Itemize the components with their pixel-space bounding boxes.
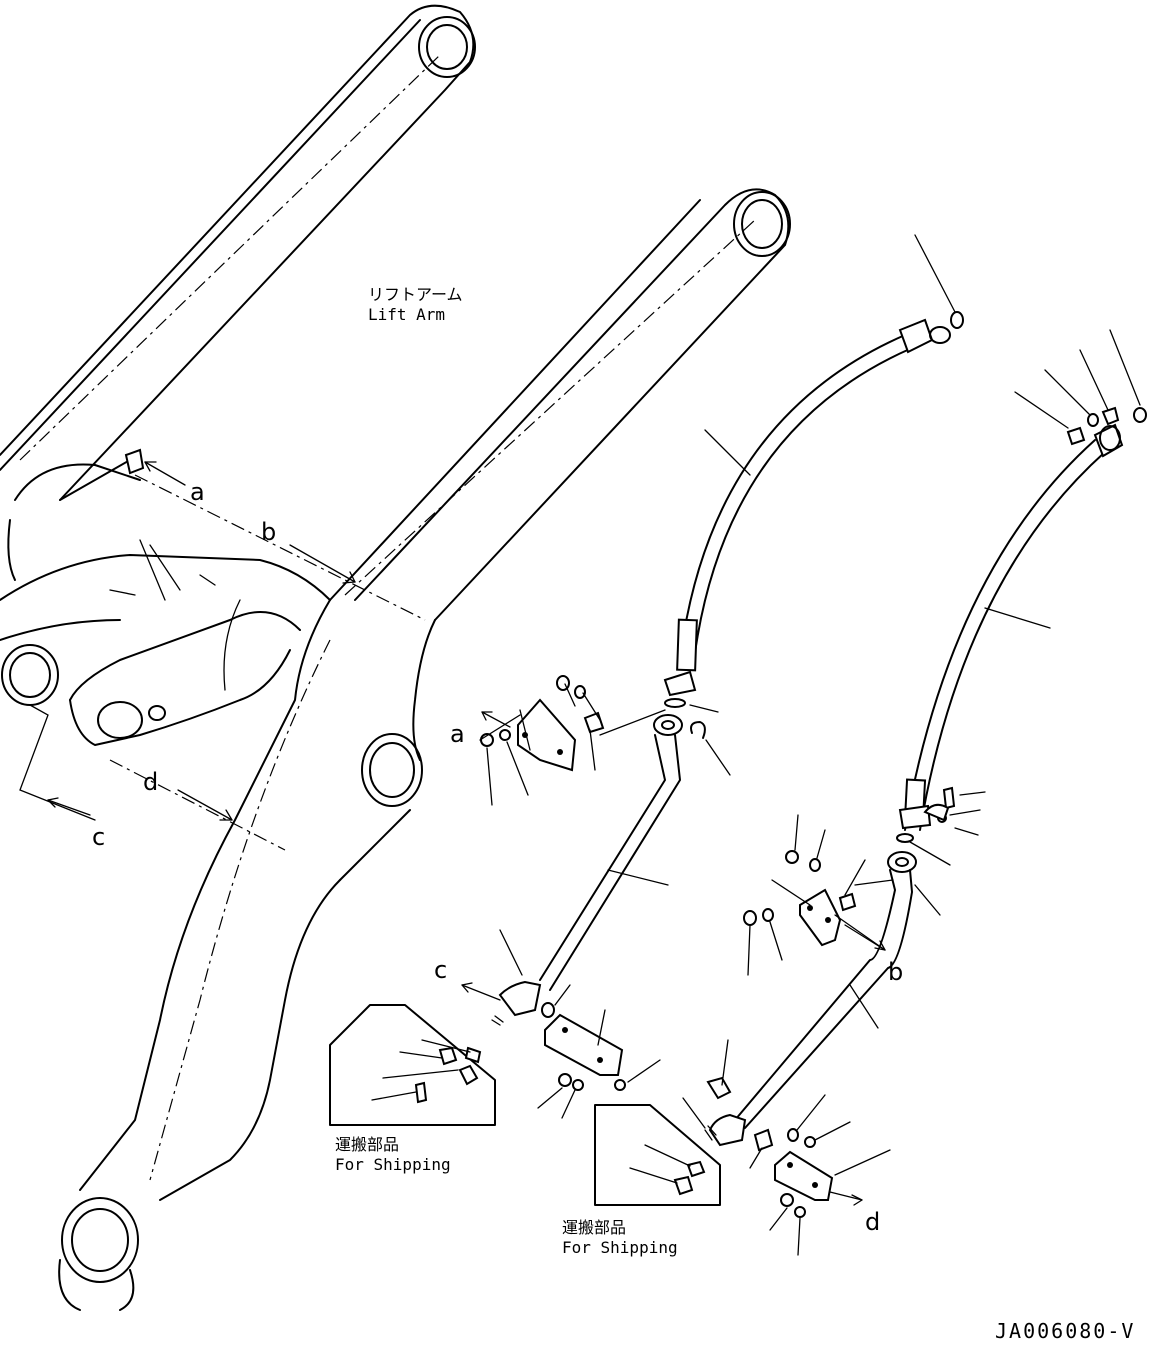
arm-reference-arrows [19, 461, 426, 851]
ref-b-bracket: b [888, 958, 903, 986]
shipping-label-jp-left: 運搬部品 [335, 1135, 399, 1154]
ref-c-bracket: c [434, 956, 447, 984]
bracket-a-assembly [479, 675, 605, 806]
ref-a-bracket: a [450, 720, 465, 748]
shipping-box-left [329, 1004, 496, 1126]
shipping-box-right [594, 1104, 721, 1206]
drawing-code: JA006080-V [995, 1319, 1135, 1343]
bracket-d-assembly [682, 1039, 891, 1256]
hose-right [896, 329, 1147, 866]
lift-arm-label-jp: リフトアーム [368, 285, 463, 304]
ref-d-arm: d [143, 768, 158, 796]
bracket-b-assembly [743, 814, 886, 976]
ref-d-bracket: d [865, 1208, 880, 1236]
bracket-c-assembly [461, 929, 661, 1119]
ref-c-arm: c [92, 823, 105, 851]
shipping-label-en-right: For Shipping [562, 1238, 678, 1257]
lift-arm-label-en: Lift Arm [368, 305, 445, 324]
tube-left [498, 709, 731, 1017]
shipping-label-jp-right: 運搬部品 [562, 1218, 626, 1237]
ref-a-arm: a [190, 478, 205, 506]
lift-arm [0, 4, 791, 1311]
ref-b-arm: b [261, 518, 276, 546]
hose-left [663, 234, 964, 713]
shipping-label-en-left: For Shipping [335, 1155, 451, 1174]
